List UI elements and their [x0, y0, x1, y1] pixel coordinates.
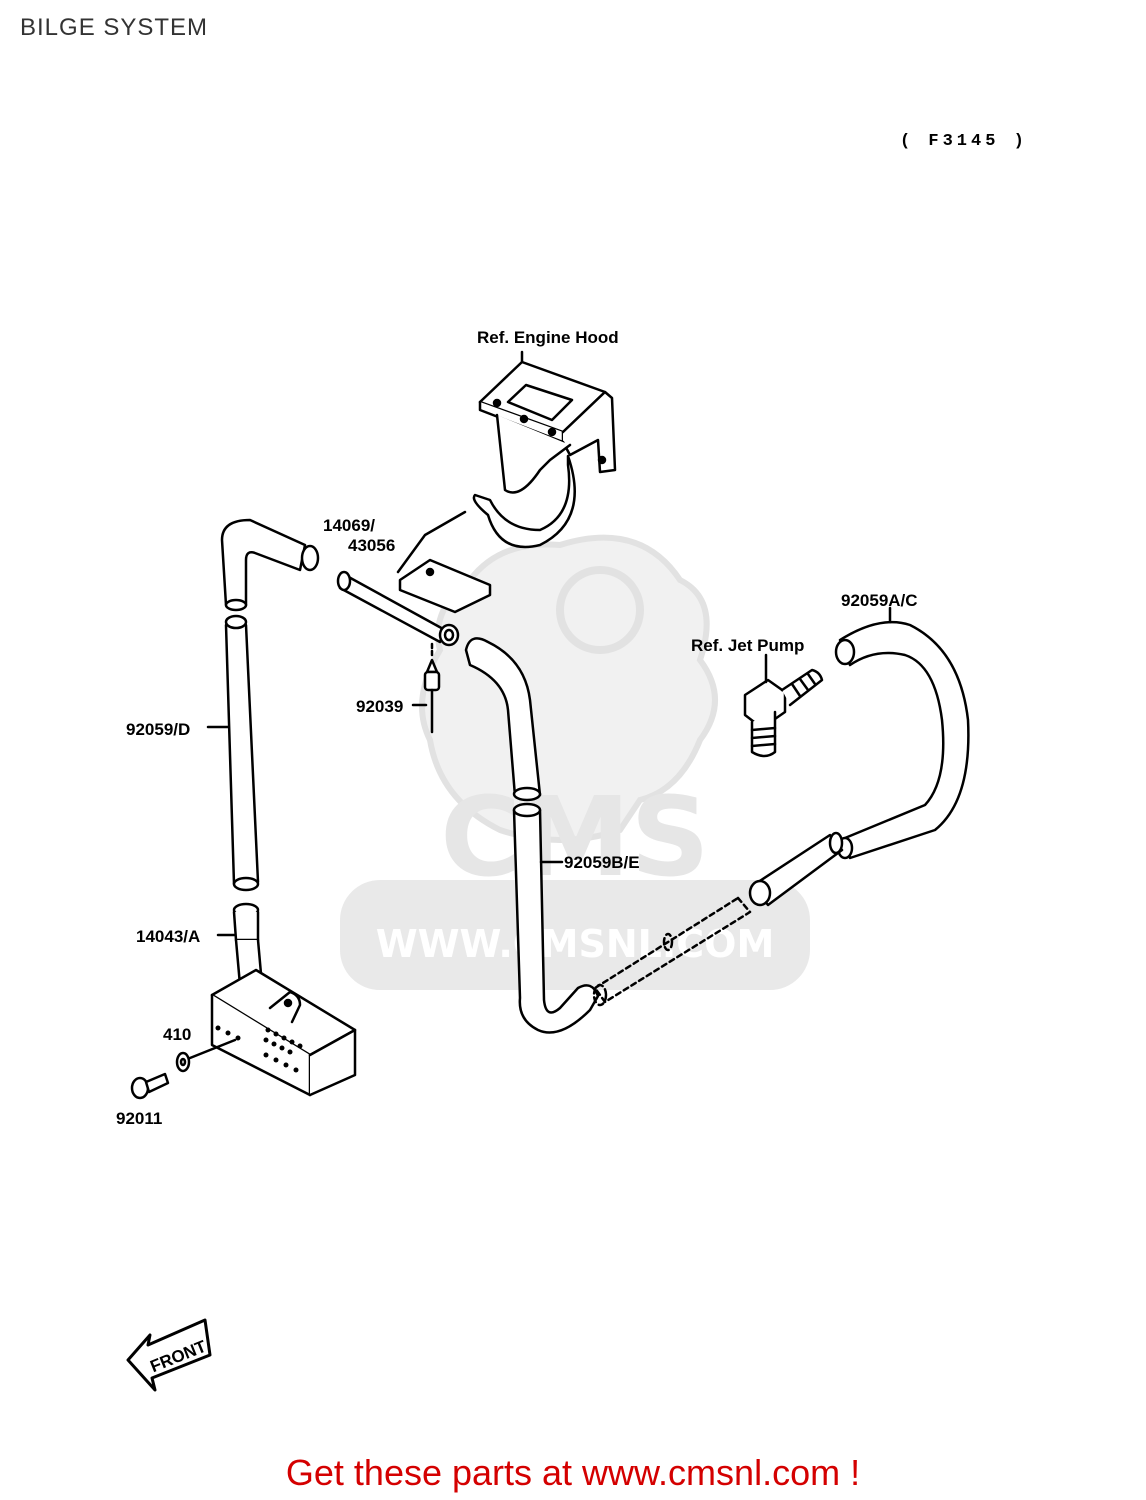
cmsnl-watermark: CMS WWW.CMSNL.COM: [340, 534, 810, 990]
washer-leader: [188, 1038, 237, 1060]
washer-410: [175, 1051, 191, 1073]
label-92011: 92011: [116, 1109, 162, 1128]
mounting-plate: [398, 558, 492, 614]
label-14069: 14069/: [323, 516, 375, 535]
label-leaders: [206, 606, 892, 937]
label-410: 410: [163, 1025, 191, 1044]
screw-92011: [130, 1072, 170, 1100]
label-14043a: 14043/A: [136, 927, 200, 946]
hose-92059-ac: [748, 620, 970, 907]
rivet: [423, 658, 441, 734]
promo-link[interactable]: Get these parts at www.cmsnl.com !: [285, 1452, 861, 1493]
hose-92059-be-lower: [512, 802, 600, 1034]
hose-92059-d-upper: [220, 518, 320, 612]
label-92039: 92039: [356, 697, 403, 716]
pivot-pin: [336, 570, 460, 647]
bilge-system-diagram: CMS WWW.CMSNL.COM: [116, 328, 970, 1392]
figure-code: ( F3145 ): [900, 132, 1028, 151]
plate-leader: [396, 510, 467, 574]
label-43056: 43056: [348, 536, 395, 555]
front-arrow-icon: [126, 1318, 212, 1392]
hose-hidden-segment: [592, 896, 752, 1007]
hose-92059-d-lower: [224, 614, 260, 892]
bilge-strainer: [210, 902, 357, 1097]
label-ref-jet-pump: Ref. Jet Pump: [691, 636, 804, 655]
watermark-url: WWW.CMSNL.COM: [376, 922, 775, 966]
label-92059be: 92059B/E: [564, 853, 640, 872]
label-92059ac: 92059A/C: [841, 591, 918, 610]
hose-92059-be-upper: [464, 637, 542, 802]
label-92059d: 92059/D: [126, 720, 190, 739]
jet-pump-fitting: [743, 668, 824, 758]
watermark-brand: CMS: [440, 773, 709, 901]
engine-hood-bracket: [472, 360, 617, 549]
label-ref-engine-hood: Ref. Engine Hood: [477, 328, 619, 347]
page-title: BILGE SYSTEM: [20, 14, 209, 41]
